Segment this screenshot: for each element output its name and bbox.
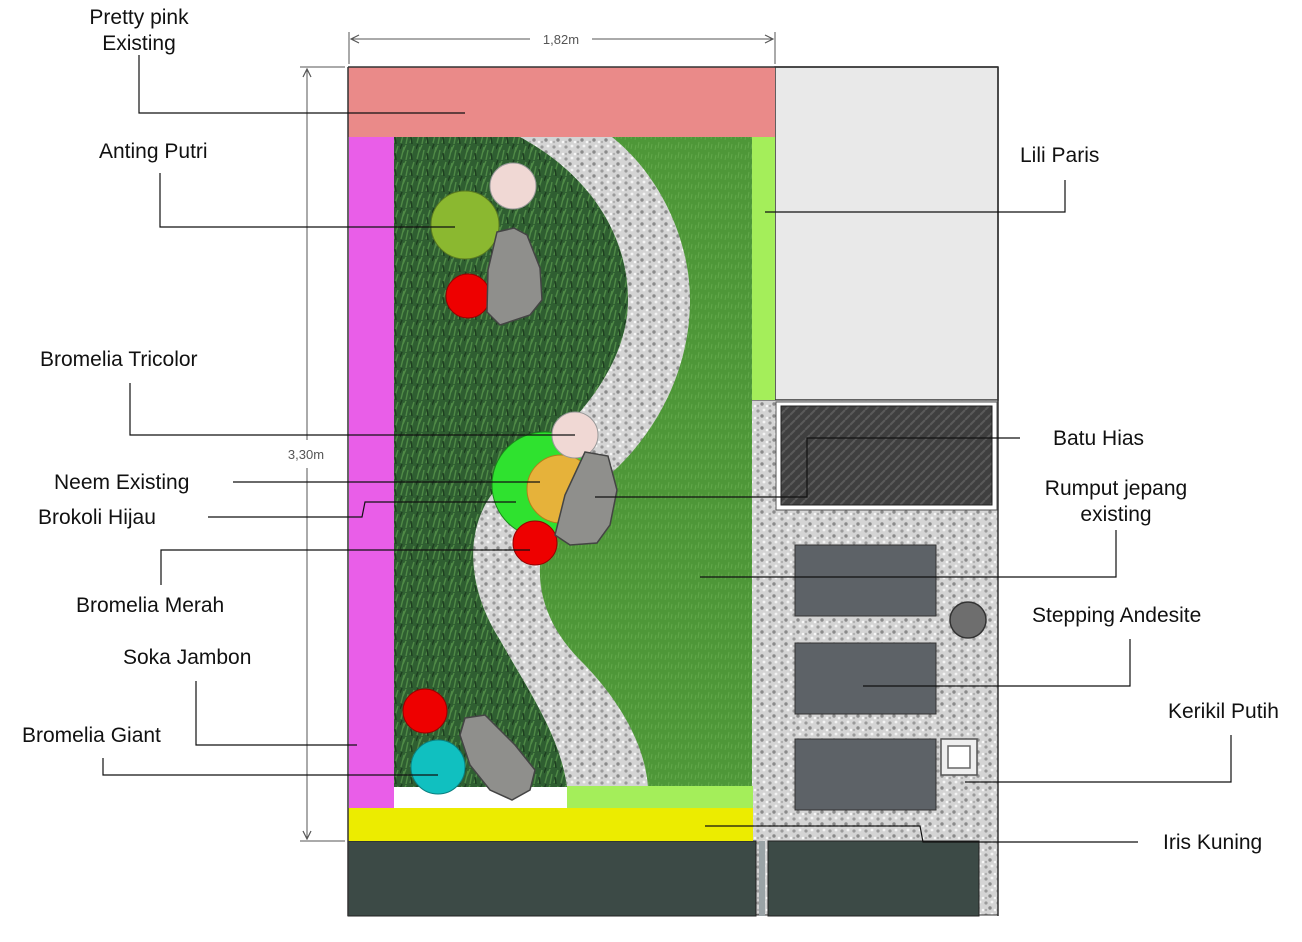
label-kerikil-putih: Kerikil Putih (1168, 700, 1279, 723)
plant-anting-putri (430, 190, 500, 260)
leader-anting-putri (159, 173, 455, 228)
plant-bromelia-tricolor-top (489, 162, 537, 210)
batu-hias-rock-top (486, 227, 543, 326)
round-stone (949, 601, 987, 639)
stepping-stone-2 (794, 642, 937, 715)
bed-soka-jambon (349, 137, 394, 808)
leader-lili-paris (765, 180, 1066, 213)
leader-bromelia-merah (160, 549, 530, 585)
square-lamp-inner (947, 745, 971, 769)
label-bromelia-tricolor: Bromelia Tricolor (40, 348, 198, 371)
label-soka-jambon: Soka Jambon (123, 646, 252, 669)
plant-bromelia-merah-top (445, 273, 491, 319)
bottom-gutter (759, 841, 765, 916)
leader-pretty-pink (138, 55, 465, 114)
leader-iris-kuning (705, 825, 1138, 843)
batu-hias-rock-mid (554, 451, 618, 546)
height-dimension-label: 3,30m (288, 447, 324, 462)
leader-batu-hias (595, 437, 1020, 498)
paving-area (774, 66, 999, 401)
label-anting-putri: Anting Putri (99, 140, 208, 163)
label-neem-existing: Neem Existing (54, 471, 190, 494)
plant-bromelia-giant (410, 739, 466, 795)
bed-pretty-pink (348, 67, 775, 137)
height-dimension: 3,30m (288, 66, 345, 842)
plant-bromelia-merah-bottom (402, 688, 448, 734)
label-rumput-jepang: Rumput jepang existing (1044, 477, 1188, 526)
bed-lili-paris (752, 137, 775, 400)
leader-soka-jambon (195, 681, 357, 746)
label-iris-kuning: Iris Kuning (1163, 831, 1263, 854)
leader-kerikil-putih (965, 735, 1232, 783)
label-lili-paris: Lili Paris (1020, 144, 1100, 167)
leader-stepping-andesite (863, 639, 1131, 687)
bottom-paving-left (347, 840, 757, 917)
label-bromelia-merah: Bromelia Merah (76, 594, 225, 617)
width-dimension: 1,82m (348, 32, 776, 64)
bed-iris-kuning (348, 808, 753, 841)
leader-bromelia-giant (102, 758, 438, 776)
stepping-stone-3 (794, 738, 937, 811)
plant-bromelia-merah-mid (512, 520, 558, 566)
label-batu-hias: Batu Hias (1053, 427, 1145, 450)
leader-lines (102, 55, 1232, 843)
batu-hias-rock-bottom (459, 714, 536, 801)
label-bromelia-giant: Bromelia Giant (22, 724, 161, 747)
leader-bromelia-tricolor (129, 383, 575, 436)
drain-grate-tread (780, 405, 993, 506)
stepping-stone-1 (794, 544, 937, 617)
label-brokoli-hijau: Brokoli Hijau (38, 506, 156, 529)
width-dimension-label: 1,82m (543, 32, 579, 47)
bed-lili-paris-bottom (567, 786, 753, 808)
leader-brokoli-hijau (208, 501, 516, 518)
label-pretty-pink: Pretty pink Existing (89, 6, 189, 55)
label-stepping-andesite: Stepping Andesite (1032, 604, 1202, 627)
leader-rumput-jepang (700, 530, 1117, 578)
bottom-paving-right (767, 840, 980, 917)
